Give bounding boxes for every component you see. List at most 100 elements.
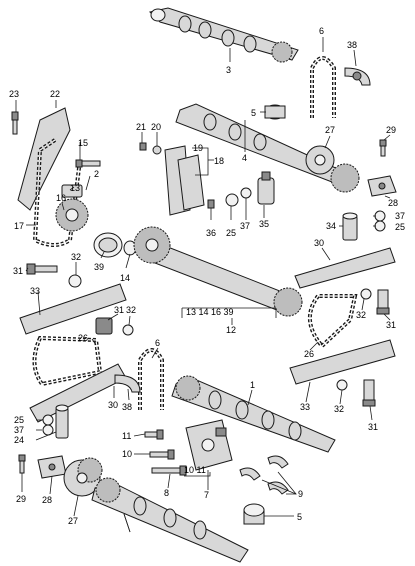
guide-rail-30-lower — [29, 363, 127, 423]
callout-33-right: 33 — [300, 402, 310, 412]
timing-chain-6-upper — [310, 56, 336, 118]
callout-32-lower-right: 32 — [334, 404, 344, 414]
callout-32-left: 32 — [71, 252, 81, 262]
timing-chain-17-links — [34, 139, 81, 246]
bolt-31-lower-right — [362, 379, 376, 407]
bolt-11 — [144, 429, 164, 440]
timing-chain-6-upper-links — [311, 57, 335, 118]
timing-chain-26-right-links — [309, 295, 356, 347]
callout-28-upper: 28 — [388, 198, 398, 208]
callout-30-upper: 30 — [314, 238, 324, 248]
cap-5-lower-top — [243, 503, 265, 517]
plunger-24 — [55, 404, 69, 439]
washer-32-lower-right — [336, 379, 348, 391]
timing-chain-6-lower — [138, 348, 164, 410]
callout-8: 8 — [164, 488, 169, 498]
callout-38: 38 — [347, 40, 357, 50]
callout-27-lower: 27 — [68, 516, 78, 526]
callout-15: 15 — [78, 138, 88, 148]
callout-5-upper: 5 — [251, 108, 256, 118]
callout-19: 19 — [193, 143, 203, 153]
bearing-shell-9-b — [239, 467, 261, 481]
callout-6-lower: 6 — [155, 338, 160, 348]
callout-23: 23 — [9, 89, 19, 99]
callout-11: 11 — [122, 431, 131, 441]
callout-3: 3 — [226, 65, 231, 75]
callout-32-center: 32 — [126, 305, 136, 315]
washer-32-center — [122, 324, 134, 336]
callout-group-13-14-16-39: 13 14 16 39 — [186, 307, 234, 317]
washer-25-right — [374, 220, 386, 232]
bracket-28-upper-hole — [378, 182, 386, 190]
washer-25-lower — [42, 414, 54, 426]
bolt-31-center — [95, 317, 113, 335]
callout-30-lower: 30 — [108, 400, 118, 410]
bolt-10 — [149, 449, 175, 460]
callout-25-mid: 25 — [226, 228, 236, 238]
bolt-29-upper — [379, 139, 387, 157]
washer-20 — [152, 145, 162, 155]
callout-1: 1 — [250, 380, 255, 390]
callout-22: 22 — [50, 89, 60, 99]
guide-rail-33-right — [289, 339, 396, 385]
bracket-28-lower-hole — [48, 463, 56, 471]
callout-29-lower: 29 — [16, 494, 26, 504]
callout-16: 16 — [56, 193, 66, 203]
callout-25-right: 25 — [395, 222, 405, 232]
tensioner-35 — [257, 171, 275, 205]
camshaft-lower-1 — [171, 375, 336, 453]
intermediate-shaft-12 — [133, 226, 303, 317]
callout-37-lower: 37 — [14, 425, 24, 435]
callout-14: 14 — [120, 273, 130, 283]
callout-35: 35 — [259, 219, 269, 229]
bolt-31-right — [376, 289, 390, 315]
callout-10-11: 10 11 — [184, 465, 206, 475]
washer-25-mid — [225, 193, 239, 207]
guide-rail-30-upper — [294, 247, 396, 289]
leader-2-lower — [123, 513, 131, 533]
washer-37-mid — [240, 187, 252, 199]
callout-24: 24 — [14, 435, 24, 445]
plunger-34 — [342, 212, 358, 241]
callout-17: 17 — [14, 221, 24, 231]
callout-31-center: 31 — [114, 305, 124, 315]
bolt-36 — [207, 199, 215, 209]
seal-ring-39-inner — [98, 237, 118, 253]
callout-2: 2 — [94, 169, 99, 179]
callout-7: 7 — [204, 490, 209, 500]
callout-13: 13 — [70, 183, 80, 193]
bolt-29-lower — [18, 454, 26, 474]
callout-21: 21 — [136, 122, 146, 132]
sprocket-16 — [55, 198, 89, 232]
callout-36: 36 — [206, 228, 216, 238]
nut-21 — [139, 142, 147, 151]
callout-37-right: 37 — [395, 211, 405, 221]
tensioner-arm-22 — [17, 107, 71, 211]
callout-31-right: 31 — [386, 320, 396, 330]
callout-26-right: 26 — [304, 349, 314, 359]
camshaft-upper-3 — [149, 7, 299, 63]
callout-31-left: 31 — [13, 266, 23, 276]
callout-18: 18 — [214, 156, 224, 166]
leader-lines — [15, 37, 391, 533]
bolt-31-left — [26, 263, 58, 275]
callout-6: 6 — [319, 26, 324, 36]
valve-housing-7 — [185, 419, 233, 471]
chain-guide-38-lower — [114, 374, 141, 393]
callout-9: 9 — [298, 489, 303, 499]
callout-labels: 3 6 38 23 22 5 21 20 27 29 15 19 18 2 4 … — [9, 26, 405, 526]
guide-rail-33-left — [19, 283, 127, 335]
timing-chain-26-left-links — [33, 337, 101, 385]
timing-chain-26-left — [32, 335, 103, 387]
callout-33-left: 33 — [30, 286, 40, 296]
callout-31-lower-right: 31 — [368, 422, 378, 432]
washer-32-right — [360, 288, 372, 300]
bearing-shell-9-c — [267, 481, 289, 495]
bearing-shell-9-a — [267, 455, 289, 469]
cap-5-upper-body — [264, 105, 286, 119]
cam-adjuster-27-lower — [63, 457, 103, 497]
bolt-15 — [75, 159, 101, 168]
callout-37-mid: 37 — [240, 221, 250, 231]
callout-28-lower: 28 — [42, 495, 52, 505]
